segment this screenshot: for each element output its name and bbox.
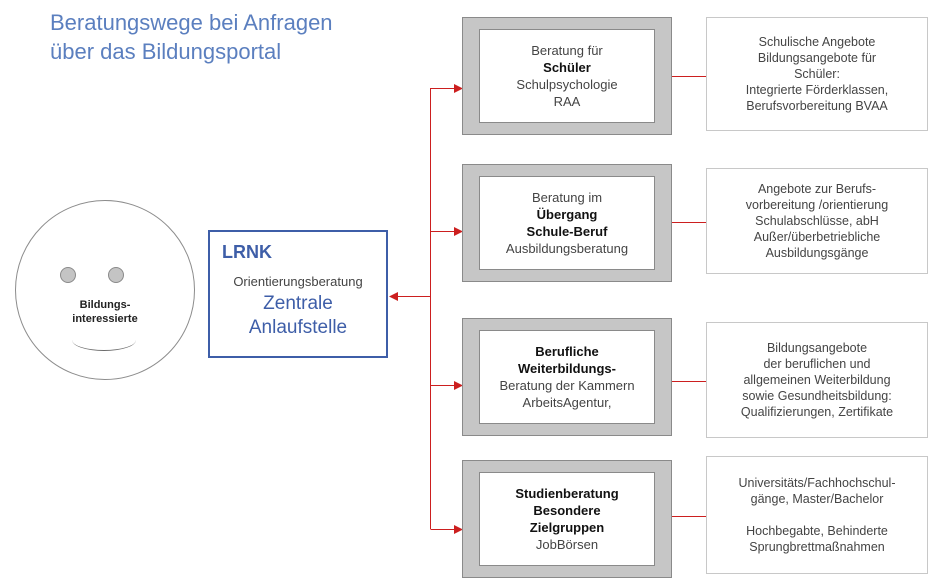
note-line: Schulabschlüsse, abH <box>755 214 879 228</box>
note-line: sowie Gesundheitsbildung: <box>742 389 892 403</box>
box-line: JobBörsen <box>535 537 599 552</box>
box-studienberatung: Studienberatung Besondere Zielgruppen Jo… <box>462 460 672 578</box>
lrnk-main-line-2: Anlaufstelle <box>248 317 348 338</box>
box-schueler-content: Beratung für Schüler Schulpsychologie RA… <box>479 29 655 123</box>
box-line: Beratung für <box>531 43 603 58</box>
box-line: Schulpsychologie <box>516 77 618 92</box>
title-line-2: über das Bildungsportal <box>50 39 282 64</box>
box-uebergang: Beratung im Übergang Schule-Beruf Ausbil… <box>462 164 672 282</box>
note-line: Sprungbrettmaßnahmen <box>749 540 885 554</box>
note-weiterbildung: Bildungsangebote der beruflichen und all… <box>706 322 928 438</box>
note-line: Hochbegabte, Behinderte <box>746 524 888 538</box>
note-line <box>707 507 927 523</box>
note-studienberatung: Universitäts/Fachhochschul- gänge, Maste… <box>706 456 928 574</box>
note-line: Bildungsangebote <box>766 341 868 355</box>
note-line: vorbereitung /orientierung <box>745 198 889 212</box>
note-line: Angebote zur Berufs- <box>757 182 877 196</box>
box-line: Studienberatung <box>515 486 619 501</box>
note-line: Universitäts/Fachhochschul- <box>738 476 896 490</box>
note-line: der beruflichen und <box>763 357 871 371</box>
smiley-label-line-2: interessierte <box>72 313 138 325</box>
note-line: Bildungsangebote für <box>757 51 877 65</box>
note-line: Berufsvorbereitung BVAA <box>746 99 888 113</box>
note-line: Qualifizierungen, Zertifikate <box>740 405 894 419</box>
box-line: Übergang <box>536 207 598 222</box>
box-schueler: Beratung für Schüler Schulpsychologie RA… <box>462 17 672 135</box>
lrnk-main-line-1: Zentrale <box>263 293 333 314</box>
right-eye-icon <box>108 267 124 283</box>
note-line: Ausbildungsgänge <box>765 246 869 260</box>
smiley-face: Bildungs- interessierte <box>15 200 195 380</box>
lrnk-subtitle: Orientierungsberatung <box>233 274 363 289</box>
lrnk-box: LRNK Orientierungsberatung Zentrale Anla… <box>208 230 388 358</box>
box-line: Schule-Beruf <box>526 224 608 239</box>
smiley-label-line-1: Bildungs- <box>79 299 131 311</box>
box-studienberatung-content: Studienberatung Besondere Zielgruppen Jo… <box>479 472 655 566</box>
box-line: Beratung der Kammern <box>499 378 635 393</box>
box-line: Zielgruppen <box>529 520 605 535</box>
arrowhead-box-4 <box>454 525 463 534</box>
arrowhead-box-1 <box>454 84 463 93</box>
arrowhead-lrnk <box>389 292 398 301</box>
arrowhead-box-3 <box>454 381 463 390</box>
mouth-icon <box>72 329 136 351</box>
lrnk-main-label: Zentrale Anlaufstelle <box>210 292 386 340</box>
box-weiterbildung: Berufliche Weiterbildungs- Beratung der … <box>462 318 672 436</box>
page-title: Beratungswege bei Anfragen über das Bild… <box>50 8 430 66</box>
box-line: Schüler <box>543 60 591 75</box>
box-weiterbildung-content: Berufliche Weiterbildungs- Beratung der … <box>479 330 655 424</box>
note-line: gänge, Master/Bachelor <box>750 492 884 506</box>
title-line-1: Beratungswege bei Anfragen <box>50 10 333 35</box>
note-uebergang: Angebote zur Berufs- vorbereitung /orien… <box>706 168 928 274</box>
box-line: Besondere <box>533 503 601 518</box>
lrnk-heading: LRNK <box>222 242 272 262</box>
box-line: Ausbildungsberatung <box>505 241 629 256</box>
box-line: ArbeitsAgentur, <box>522 395 612 410</box>
box-line: RAA <box>553 94 581 109</box>
box-uebergang-content: Beratung im Übergang Schule-Beruf Ausbil… <box>479 176 655 270</box>
note-line: Außer/überbetriebliche <box>753 230 881 244</box>
box-line: Beratung im <box>531 190 603 205</box>
note-line: Schulische Angebote <box>758 35 876 49</box>
note-line: allgemeinen Weiterbildung <box>743 373 891 387</box>
arrowhead-box-2 <box>454 227 463 236</box>
left-eye-icon <box>60 267 76 283</box>
note-line: Schüler: <box>794 67 840 81</box>
box-line: Weiterbildungs- <box>518 361 616 376</box>
box-line: Berufliche <box>535 344 599 359</box>
note-line: Integrierte Förderklassen, <box>745 83 889 97</box>
note-schueler: Schulische Angebote Bildungsangebote für… <box>706 17 928 131</box>
smiley-label: Bildungs- interessierte <box>16 298 194 326</box>
